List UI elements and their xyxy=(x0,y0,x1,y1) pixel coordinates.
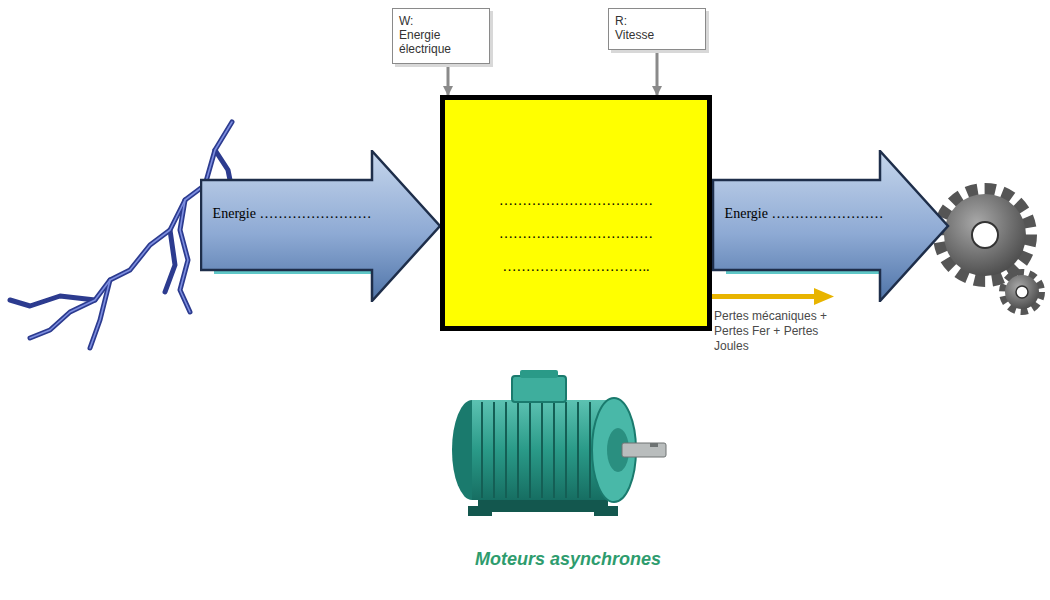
node-text: Energie …………………… xyxy=(212,204,372,224)
node-text: Vitesse xyxy=(615,28,691,42)
pointer-connector xyxy=(656,50,659,95)
lightning-bolt xyxy=(10,122,232,348)
node-text: Energie électrique xyxy=(399,28,475,56)
pointer-connector xyxy=(447,64,450,95)
arrow-shape xyxy=(200,150,442,302)
input-callout: W:Energie électrique xyxy=(392,8,490,64)
node-text: W: xyxy=(399,14,475,28)
losses-arrow xyxy=(712,288,834,305)
output-energy-arrow: Energie …………………… xyxy=(712,150,950,302)
converter-box: …………………………… …………………………… ………………………….. xyxy=(440,95,712,331)
setting-callout: R:Vitesse xyxy=(608,8,706,50)
node-text: R: xyxy=(615,14,691,28)
motor-illustration xyxy=(452,370,666,516)
losses-label: Pertes mécaniques + Pertes Fer + Pertes … xyxy=(714,309,856,354)
gears xyxy=(939,189,1041,311)
blank-line: ………………………….. xyxy=(445,258,707,276)
input-energy-arrow: Energie …………………… xyxy=(200,150,442,302)
blank-line: …………………………… xyxy=(445,225,707,243)
arrow-shape xyxy=(712,150,950,302)
blank-line: …………………………… xyxy=(445,192,707,210)
node-text: Energie …………………… xyxy=(724,204,884,224)
caption-label: Moteurs asynchrones xyxy=(468,548,668,570)
